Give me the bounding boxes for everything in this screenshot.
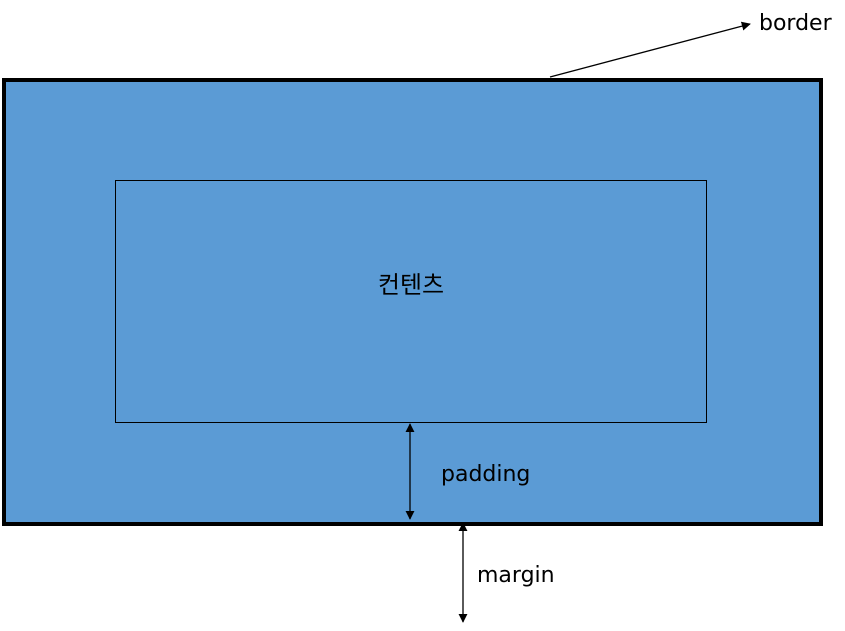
content-box <box>115 180 707 423</box>
border-pointer-arrow <box>549 21 751 78</box>
border-label: border <box>759 11 832 36</box>
content-label: 컨텐츠 <box>377 271 445 299</box>
padding-label: padding <box>441 462 531 487</box>
margin-label: margin <box>477 563 555 588</box>
